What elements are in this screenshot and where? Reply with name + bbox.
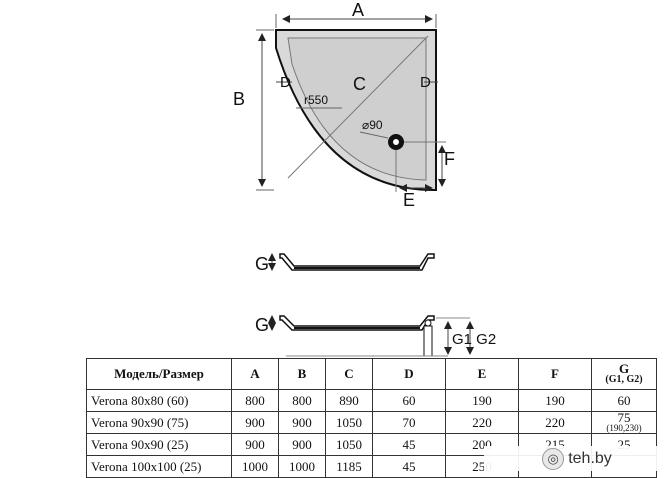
label-a: A [352,0,364,20]
header-g: G (G1, G2) [591,358,657,390]
cell-c: 1050 [325,411,373,434]
table-row: Verona 80x80 (60) 800 800 890 60 190 190… [86,389,657,412]
cell-c: 1185 [325,455,373,478]
cell-g-sub: (190,230) [606,423,642,433]
cell-a: 1000 [231,455,279,478]
cell-model: Verona 90x90 (75) [86,411,232,434]
cell-d: 45 [372,455,446,478]
cell-b: 900 [278,433,326,456]
cell-e: 190 [445,389,519,412]
cell-g-value: 75 [617,410,631,425]
globe-logo-icon: ◎ [542,447,565,470]
dimension-a: A [275,0,437,28]
cell-d: 70 [372,411,446,434]
tray-side-view-2: G G1 G2 [255,315,496,357]
cell-g: 60 [591,389,657,412]
label-d-right: D [420,74,431,91]
header-e: E [445,358,519,390]
cell-c: 890 [325,389,373,412]
cell-f: 220 [518,411,592,434]
watermark: ◎ teh.by [484,446,670,471]
header-g-label: G [618,361,630,376]
cell-b: 800 [278,389,326,412]
header-c: C [325,358,373,390]
label-d-left: D [280,74,291,91]
shower-tray-drawing: A B D D C r550 ⌀90 F E G [233,0,496,357]
cell-b: 1000 [278,455,326,478]
label-g1g2: G1 G2 [452,331,496,348]
table-header-row: Модель/Размер A B C D E F G (G1, G2) [86,358,657,390]
dimension-e: E [395,150,433,210]
watermark-text: teh.by [568,449,612,467]
dimension-f: F [404,141,455,187]
cell-b: 900 [278,411,326,434]
table-row: Verona 90x90 (75) 900 900 1050 70 220 22… [86,410,657,434]
label-radius: r550 [304,93,328,107]
label-g-side1: G [255,254,269,274]
header-f: F [518,358,592,390]
cell-model: Verona 90x90 (25) [86,433,232,456]
header-d: D [372,358,446,390]
dimension-d-right: D [420,74,438,91]
cell-e: 220 [445,411,519,434]
dimension-d-left: D [276,74,292,91]
label-f: F [444,149,455,169]
dimension-b: B [233,29,274,191]
cell-d: 45 [372,433,446,456]
cell-a: 900 [231,411,279,434]
tray-side-view-1: G [255,253,435,274]
header-b: B [278,358,326,390]
cell-a: 900 [231,433,279,456]
header-g-sub: (G1, G2) [605,374,643,385]
label-e: E [403,190,415,210]
header-a: A [231,358,279,390]
cell-c: 1050 [325,433,373,456]
cell-d: 60 [372,389,446,412]
label-drain: ⌀90 [362,118,383,132]
label-c: C [353,74,366,94]
header-model: Модель/Размер [86,358,232,390]
label-b: B [233,89,245,109]
tray-top-view [275,29,437,191]
cell-a: 800 [231,389,279,412]
cell-model: Verona 80x80 (60) [86,389,232,412]
label-g-side2: G [255,315,269,335]
cell-f: 190 [518,389,592,412]
cell-model: Verona 100x100 (25) [86,455,232,478]
cell-g: 75 (190,230) [591,410,657,434]
